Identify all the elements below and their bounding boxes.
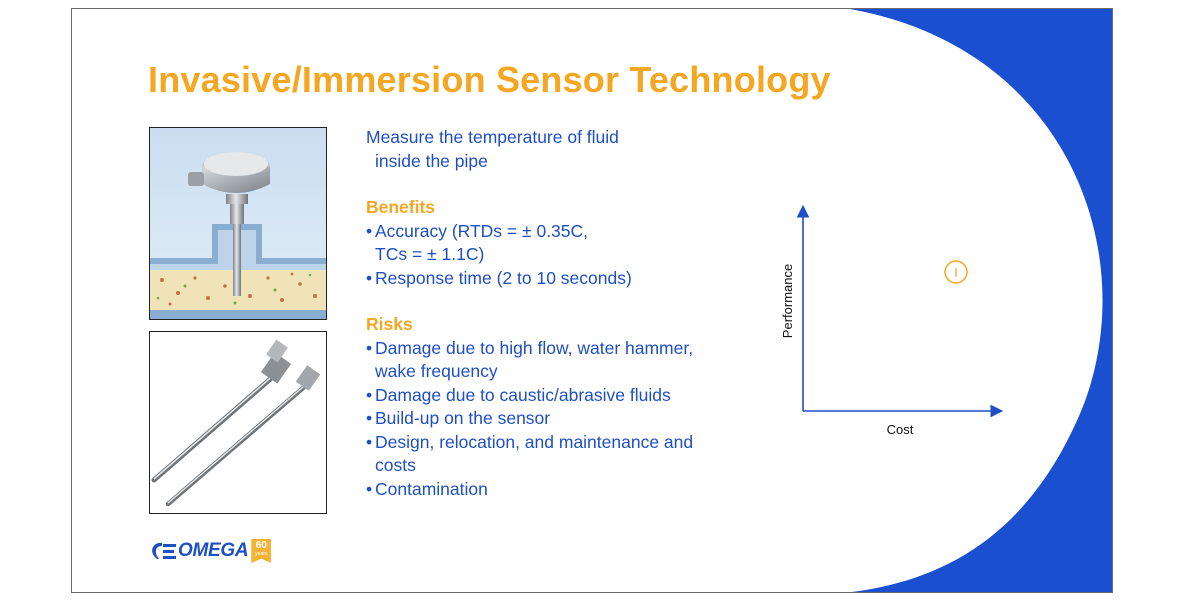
omega-logo: OMEGA 60 years — [148, 539, 272, 563]
risk-item: Design, relocation, and maintenance and … — [366, 431, 786, 478]
badge-subtext: years — [255, 551, 268, 557]
x-axis-label: Cost — [887, 422, 914, 437]
risk-item: Contamination — [366, 478, 786, 502]
benefit-item-line: TCs = ± 1.1C) — [375, 244, 485, 264]
y-axis-label: Performance — [780, 264, 795, 338]
risks-heading: Risks — [366, 314, 413, 334]
risk-item-line: Damage due to high flow, water hammer, — [375, 337, 694, 358]
omega-logo-text: OMEGA — [178, 540, 249, 561]
performance-cost-diagram: Performance Cost I — [780, 204, 1004, 437]
risks-list: Damage due to high flow, water hammer, w… — [366, 337, 786, 502]
risk-item-line: costs — [375, 455, 416, 475]
intro-text: Measure the temperature of fluid inside … — [366, 126, 786, 173]
omega-symbol-icon — [152, 542, 176, 559]
badge-number: 60 — [255, 540, 267, 551]
risk-item-line: Design, relocation, and maintenance and — [375, 431, 694, 452]
marker-label: I — [954, 265, 958, 280]
benefits-heading: Benefits — [366, 197, 436, 217]
benefit-item-line: Accuracy (RTDs = ± 0.35C, — [375, 220, 589, 241]
risk-item-line: Damage due to caustic/abrasive fluids — [375, 384, 671, 405]
benefit-item: Accuracy (RTDs = ± 0.35C, TCs = ± 1.1C) — [366, 220, 786, 267]
risk-item-line: Build-up on the sensor — [375, 408, 551, 428]
benefits-list: Accuracy (RTDs = ± 0.35C, TCs = ± 1.1C) … — [366, 220, 786, 291]
risk-item: Damage due to caustic/abrasive fluids — [366, 384, 786, 408]
risk-item-line: Contamination — [375, 478, 488, 499]
slide-title: Invasive/Immersion Sensor Technology — [148, 59, 831, 100]
blue-background-shape — [850, 9, 1112, 592]
immersion-sensor-illustration — [149, 127, 327, 320]
risk-item: Build-up on the sensor — [366, 407, 786, 431]
anniversary-badge: 60 years — [251, 539, 272, 563]
marker-circle — [944, 260, 968, 284]
body-text: Measure the temperature of fluid inside … — [366, 126, 786, 501]
intro-line-1: Measure the temperature of fluid — [366, 127, 619, 147]
risk-item: Damage due to high flow, water hammer, w… — [366, 337, 786, 384]
benefit-item-line: Response time (2 to 10 seconds) — [375, 267, 632, 288]
intro-line-2: inside the pipe — [375, 150, 488, 171]
slide: Invasive/Immersion Sensor Technology — [71, 8, 1113, 593]
benefit-item: Response time (2 to 10 seconds) — [366, 267, 786, 291]
rtd-probe-photo — [149, 331, 327, 514]
risk-item-line: wake frequency — [375, 361, 498, 381]
